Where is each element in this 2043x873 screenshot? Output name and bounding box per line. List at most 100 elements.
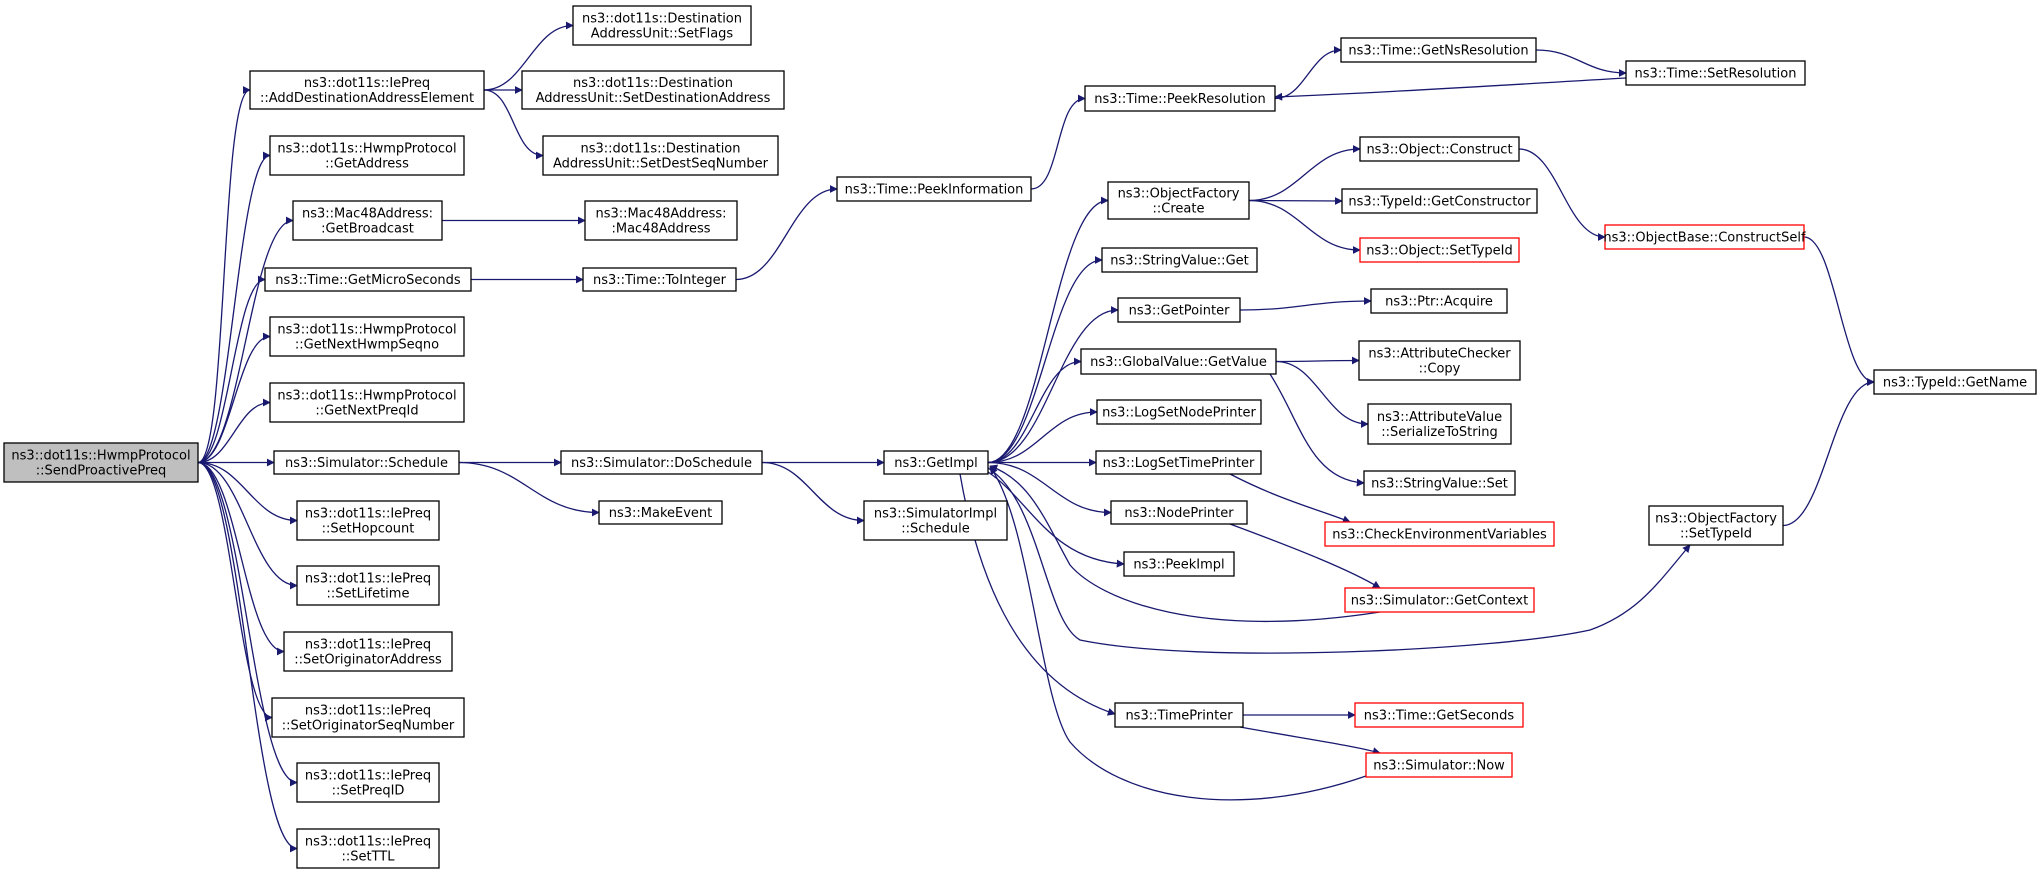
node-logNode[interactable]: ns3::LogSetNodePrinter — [1096, 399, 1262, 425]
node-dauFlags[interactable]: ns3::dot11s::DestinationAddressUnit::Set… — [572, 5, 752, 46]
node-box — [271, 697, 465, 738]
node-label: ns3::dot11s::Destination — [573, 76, 733, 91]
node-timeGetSeconds[interactable]: ns3::Time::GetSeconds — [1354, 702, 1524, 728]
node-getNextPreq[interactable]: ns3::dot11s::HwmpProtocol::GetNextPreqId — [269, 382, 465, 423]
node-label: ns3::GetImpl — [894, 456, 978, 471]
edge-setRes-to-peekRes — [1274, 77, 1627, 101]
edge-root-to-getNextPreq — [197, 398, 271, 464]
edge-objBaseCS-to-tidGetName — [1803, 236, 1875, 386]
node-setOrigSeq[interactable]: ns3::dot11s::IePreq::SetOriginatorSeqNum… — [271, 697, 465, 738]
node-setRes[interactable]: ns3::Time::SetResolution — [1625, 60, 1806, 86]
node-box — [1359, 237, 1520, 263]
node-box — [249, 70, 485, 110]
node-label: ns3::Object::Construct — [1366, 143, 1512, 158]
node-strGet[interactable]: ns3::StringValue::Get — [1101, 247, 1258, 273]
node-dauSeq[interactable]: ns3::dot11s::DestinationAddressUnit::Set… — [542, 135, 779, 176]
node-getMicro[interactable]: ns3::Time::GetMicroSeconds — [264, 267, 472, 292]
node-objBaseCS[interactable]: ns3::ObjectBase::ConstructSelf — [1603, 224, 1806, 250]
node-ptrAcquire[interactable]: ns3::Ptr::Acquire — [1370, 288, 1508, 314]
node-objSetTid[interactable]: ns3::Object::SetTypeId — [1359, 237, 1520, 263]
edge-schedule-to-makeEvent — [458, 461, 600, 517]
edge-getImpl-to-getPointer — [987, 306, 1119, 464]
node-getImpl[interactable]: ns3::GetImpl — [883, 450, 989, 475]
edge-root-to-getMicro — [197, 275, 266, 464]
node-strSet[interactable]: ns3::StringValue::Set — [1363, 470, 1516, 496]
node-box — [1110, 500, 1248, 525]
node-box — [264, 267, 472, 292]
edge-doSchedule-to-simImplSched — [761, 461, 865, 525]
node-label: AddressUnit::SetFlags — [591, 27, 734, 42]
node-setPreqId[interactable]: ns3::dot11s::IePreq::SetPreqID — [296, 762, 440, 803]
node-ofSetTid[interactable]: ns3::ObjectFactory::SetTypeId — [1648, 505, 1784, 546]
edge-ofCreate-to-objSetTid — [1248, 199, 1361, 254]
node-box — [269, 316, 465, 357]
node-schedule[interactable]: ns3::Simulator::Schedule — [273, 450, 460, 475]
edge-objConstruct-to-objBaseCS — [1518, 148, 1606, 241]
node-label: ns3::Time::PeekInformation — [845, 183, 1024, 198]
edge-getPointer-to-ptrAcquire — [1239, 297, 1372, 311]
node-timePrinter[interactable]: ns3::TimePrinter — [1114, 702, 1244, 728]
node-simNow[interactable]: ns3::Simulator::Now — [1365, 752, 1513, 778]
node-getNsRes[interactable]: ns3::Time::GetNsResolution — [1340, 37, 1537, 63]
node-label: ns3::StringValue::Set — [1371, 477, 1508, 492]
node-doSchedule[interactable]: ns3::Simulator::DoSchedule — [560, 450, 763, 475]
node-peekRes[interactable]: ns3::Time::PeekResolution — [1084, 85, 1276, 112]
edge-root-to-setHop — [197, 461, 298, 525]
node-label: ns3::TypeId::GetName — [1883, 376, 2027, 391]
node-label: ns3::Time::GetMicroSeconds — [275, 273, 461, 288]
node-simGetContext[interactable]: ns3::Simulator::GetContext — [1344, 587, 1535, 613]
node-getBroadcast[interactable]: ns3::Mac48Address::GetBroadcast — [292, 200, 443, 241]
node-box — [1101, 247, 1258, 273]
node-ofCreate[interactable]: ns3::ObjectFactory::Create — [1107, 181, 1250, 220]
edge-root-to-getNextSeq — [197, 332, 271, 464]
node-label: ns3::Ptr::Acquire — [1385, 295, 1493, 310]
node-tidGetName[interactable]: ns3::TypeId::GetName — [1873, 369, 2037, 395]
node-label: ns3::TimePrinter — [1125, 709, 1233, 724]
node-makeEvent[interactable]: ns3::MakeEvent — [598, 500, 723, 525]
node-tidGetCtor[interactable]: ns3::TypeId::GetConstructor — [1341, 188, 1538, 214]
node-gvGetValue[interactable]: ns3::GlobalValue::GetValue — [1080, 348, 1277, 375]
node-checkEnv[interactable]: ns3::CheckEnvironmentVariables — [1324, 521, 1555, 547]
node-setHop[interactable]: ns3::dot11s::IePreq::SetHopcount — [296, 500, 440, 541]
node-box — [3, 442, 199, 483]
node-label: :Mac48Address — [611, 222, 710, 237]
node-setOrigAddr[interactable]: ns3::dot11s::IePreq::SetOriginatorAddres… — [283, 631, 453, 672]
node-label: ::SetTTL — [341, 850, 395, 865]
node-label: ns3::ObjectFactory — [1655, 512, 1777, 527]
node-getAddress[interactable]: ns3::dot11s::HwmpProtocol::GetAddress — [269, 135, 465, 176]
node-getNextSeq[interactable]: ns3::dot11s::HwmpProtocol::GetNextHwmpSe… — [269, 316, 465, 357]
node-peekInfo[interactable]: ns3::Time::PeekInformation — [836, 176, 1032, 202]
node-attrCheckerCopy[interactable]: ns3::AttributeChecker::Copy — [1358, 340, 1521, 381]
edge-addDest-to-dauFlags — [483, 21, 574, 91]
node-box — [1358, 340, 1521, 381]
node-label: ns3::GetPointer — [1129, 304, 1230, 319]
node-simImplSched[interactable]: ns3::SimulatorImpl::Schedule — [863, 500, 1008, 541]
node-label: ns3::dot11s::Destination — [580, 142, 740, 157]
node-peekImpl[interactable]: ns3::PeekImpl — [1123, 551, 1235, 577]
node-label: AddressUnit::SetDestSeqNumber — [553, 157, 769, 172]
node-label: ns3::Time::PeekResolution — [1094, 92, 1265, 107]
edge-getImpl-to-logNode — [987, 408, 1098, 464]
node-nodePrinter[interactable]: ns3::NodePrinter — [1110, 500, 1248, 525]
node-toInteger[interactable]: ns3::Time::ToInteger — [582, 267, 737, 292]
node-logTime[interactable]: ns3::LogSetTimePrinter — [1095, 450, 1262, 475]
node-attrValSer[interactable]: ns3::AttributeValue::SerializeToString — [1367, 403, 1512, 445]
edge-getImpl-to-ofCreate — [987, 196, 1109, 464]
edge-toInteger-to-peekInfo — [735, 185, 838, 281]
node-getPointer[interactable]: ns3::GetPointer — [1117, 297, 1241, 323]
node-setLife[interactable]: ns3::dot11s::IePreq::SetLifetime — [296, 565, 440, 606]
node-label: ns3::Time::ToInteger — [593, 273, 727, 288]
node-setTTL[interactable]: ns3::dot11s::IePreq::SetTTL — [296, 828, 440, 869]
node-mac48[interactable]: ns3::Mac48Address::Mac48Address — [584, 200, 738, 241]
edge-getImpl-to-ofSetTid — [987, 467, 1691, 654]
node-box — [1359, 136, 1520, 162]
node-label: AddressUnit::SetDestinationAddress — [536, 91, 771, 106]
node-dauDest[interactable]: ns3::dot11s::DestinationAddressUnit::Set… — [521, 70, 785, 110]
node-label: ns3::AttributeValue — [1377, 410, 1502, 425]
node-addDest[interactable]: ns3::dot11s::IePreq::AddDestinationAddre… — [249, 70, 485, 110]
node-label: ns3::MakeEvent — [609, 506, 713, 521]
node-label: ns3::ObjectFactory — [1118, 187, 1240, 202]
node-objConstruct[interactable]: ns3::Object::Construct — [1359, 136, 1520, 162]
node-label: ns3::dot11s::HwmpProtocol — [277, 323, 456, 338]
